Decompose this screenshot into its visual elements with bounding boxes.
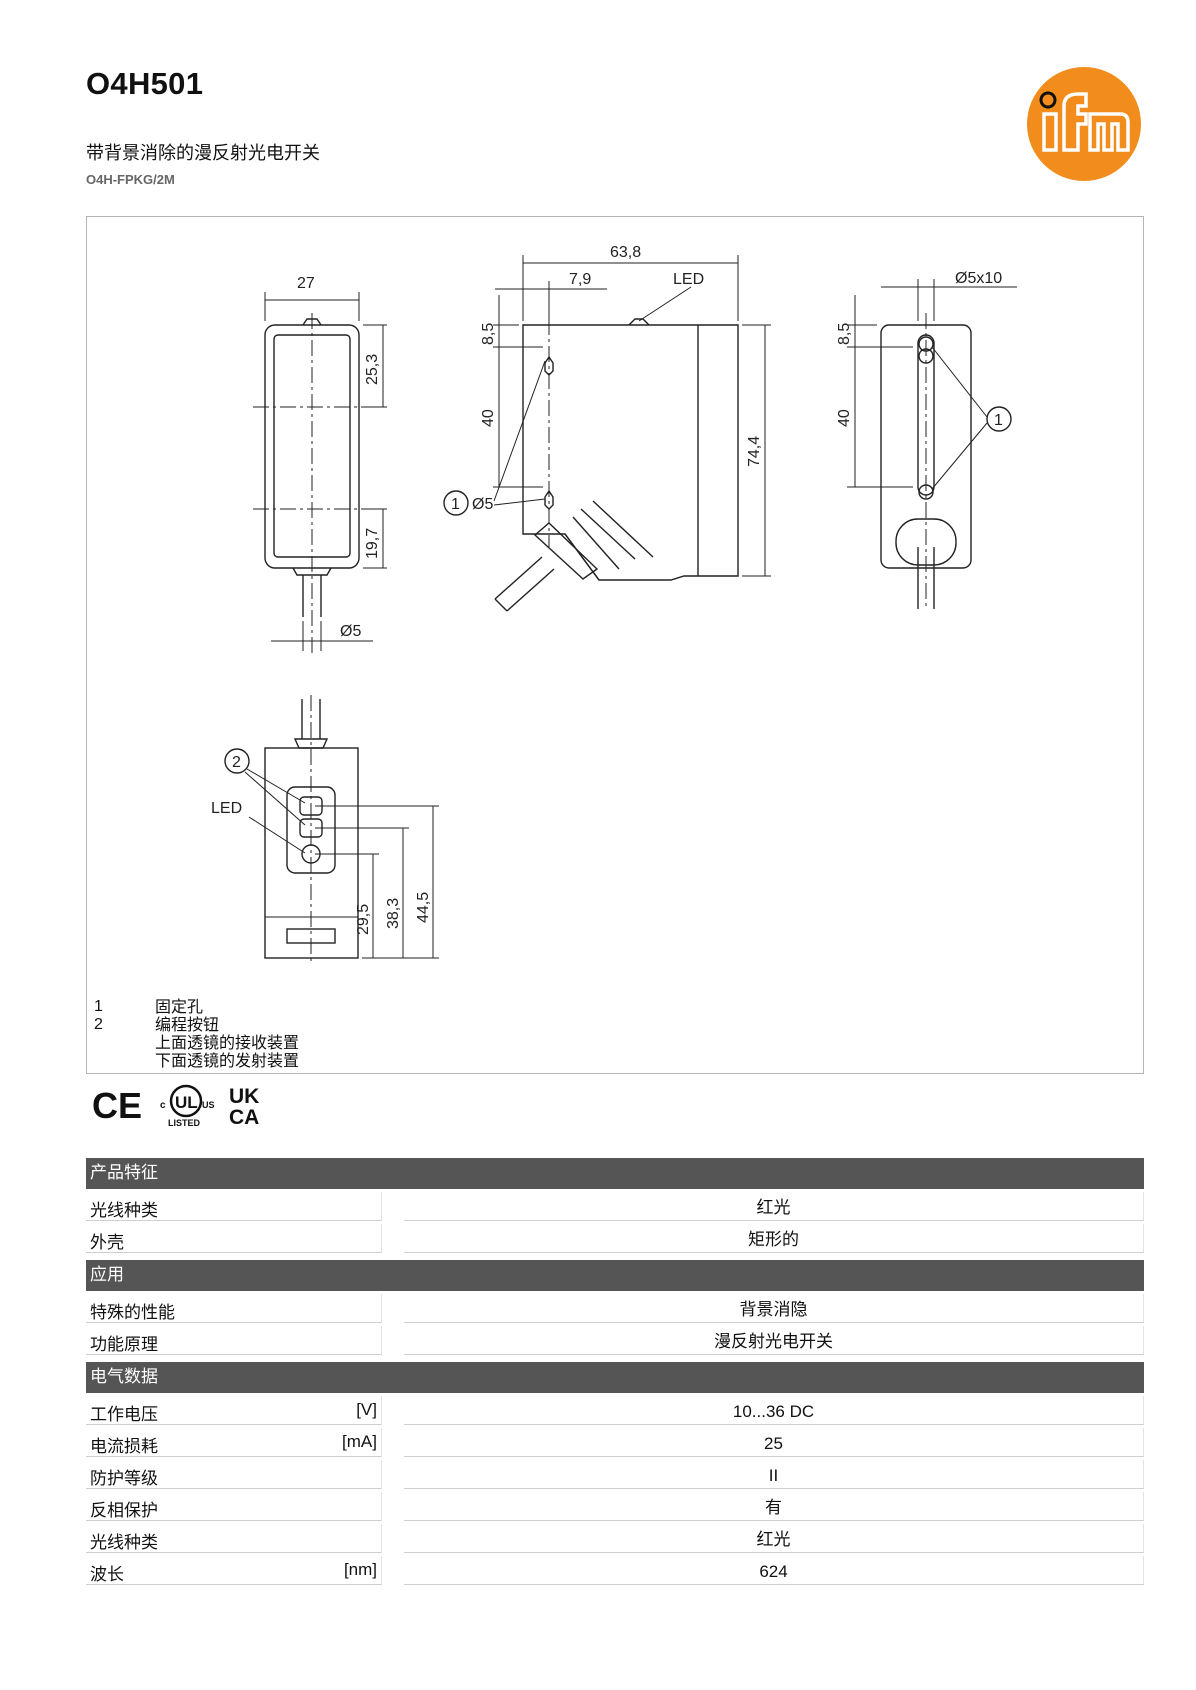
product-subtitle: 带背景消除的漫反射光电开关 bbox=[86, 143, 320, 164]
spec-value: 25 bbox=[404, 1428, 1144, 1457]
spec-label: 波长 bbox=[90, 1565, 124, 1585]
spec-row: 工作电压 [V] 10...36 DC bbox=[86, 1396, 1144, 1425]
legend-item: 上面透镜的接收装置 bbox=[155, 1033, 300, 1052]
logo-dot-icon bbox=[1039, 91, 1057, 109]
bottom-led-label: LED bbox=[211, 800, 242, 817]
bottom-h2-dim: 38,3 bbox=[385, 898, 402, 929]
spec-label: 功能原理 bbox=[90, 1335, 158, 1355]
spec-unit: [mA] bbox=[342, 1432, 377, 1451]
ifm-logo bbox=[1027, 67, 1141, 181]
ukca-mark-icon: UK CA bbox=[229, 1085, 259, 1126]
back-spacing-dim: 40 bbox=[836, 409, 853, 427]
side-led-label: LED bbox=[673, 271, 704, 288]
spec-value: 10...36 DC bbox=[404, 1396, 1144, 1425]
spec-row: 光线种类 红光 bbox=[86, 1192, 1144, 1221]
section-header: 电气数据 bbox=[86, 1362, 1144, 1393]
front-cable-dim: Ø5 bbox=[340, 623, 361, 640]
front-width-dim: 27 bbox=[297, 275, 315, 292]
front-bottom-dim: 19,7 bbox=[364, 528, 381, 559]
spec-row: 外壳 矩形的 bbox=[86, 1224, 1144, 1253]
spec-row: 反相保护 有 bbox=[86, 1492, 1144, 1521]
spec-unit: [nm] bbox=[343, 1560, 377, 1579]
spec-value: 红光 bbox=[404, 1524, 1144, 1553]
spec-value: 矩形的 bbox=[404, 1224, 1144, 1253]
spec-row: 特殊的性能 背景消隐 bbox=[86, 1294, 1144, 1323]
side-view: 63,8 7,9 LED 8,5 40 74,4 1 Ø5 bbox=[443, 244, 771, 612]
side-hole-dim: Ø5 bbox=[472, 496, 493, 513]
spec-label: 电流损耗 bbox=[90, 1437, 158, 1457]
side-length-dim: 63,8 bbox=[610, 244, 641, 261]
svg-text:US: US bbox=[202, 1100, 214, 1110]
spec-row: 防护等级 II bbox=[86, 1460, 1144, 1489]
spec-row: 光线种类 红光 bbox=[86, 1524, 1144, 1553]
spec-value: II bbox=[404, 1460, 1144, 1489]
cul-us-listed-icon: UL c US LISTED bbox=[160, 1084, 214, 1128]
side-callout-1: 1 bbox=[451, 496, 460, 513]
legend-item: 下面透镜的发射装置 bbox=[155, 1051, 300, 1070]
spec-value: 漫反射光电开关 bbox=[404, 1326, 1144, 1355]
side-spacing-dim: 40 bbox=[480, 409, 497, 427]
product-code: O4H-FPKG/2M bbox=[86, 172, 175, 187]
front-top-dim: 25,3 bbox=[364, 354, 381, 385]
section-header: 产品特征 bbox=[86, 1158, 1144, 1189]
svg-text:c: c bbox=[160, 1100, 166, 1111]
spec-row: 波长 [nm] 624 bbox=[86, 1556, 1144, 1585]
spec-value: 背景消隐 bbox=[404, 1294, 1144, 1323]
bottom-h3-dim: 44,5 bbox=[415, 892, 432, 923]
bottom-view: 29,5 38,3 44,5 2 LED bbox=[211, 695, 439, 961]
back-slot-dim: Ø5x10 bbox=[955, 270, 1002, 287]
side-top-dim: 8,5 bbox=[480, 323, 497, 345]
front-view: 27 25,3 19,7 Ø5 bbox=[253, 275, 387, 657]
spec-label: 工作电压 bbox=[90, 1405, 158, 1425]
side-offset-dim: 7,9 bbox=[569, 271, 591, 288]
certification-marks: CE UL c US LISTED UK CA bbox=[92, 1080, 270, 1130]
svg-text:LISTED: LISTED bbox=[168, 1118, 201, 1128]
spec-label: 防护等级 bbox=[90, 1469, 158, 1489]
svg-text:CA: CA bbox=[229, 1106, 259, 1126]
svg-text:UL: UL bbox=[175, 1093, 198, 1112]
spec-value: 有 bbox=[404, 1492, 1144, 1521]
spec-row: 功能原理 漫反射光电开关 bbox=[86, 1326, 1144, 1355]
dimension-drawing: 27 25,3 19,7 Ø5 bbox=[86, 216, 1144, 1074]
bottom-h1-dim: 29,5 bbox=[355, 904, 372, 935]
side-height-dim: 74,4 bbox=[746, 436, 763, 467]
specification-table: 产品特征 光线种类 红光 外壳 矩形的 应用 特殊的性能 背景消隐 功能原理 漫… bbox=[86, 1158, 1144, 1588]
svg-text:CE: CE bbox=[92, 1087, 142, 1123]
spec-value: 红光 bbox=[404, 1192, 1144, 1221]
back-top-dim: 8,5 bbox=[836, 323, 853, 345]
spec-label: 光线种类 bbox=[90, 1201, 158, 1221]
spec-label: 反相保护 bbox=[90, 1501, 158, 1521]
spec-row: 电流损耗 [mA] 25 bbox=[86, 1428, 1144, 1457]
back-view: Ø5x10 8,5 40 1 bbox=[836, 270, 1017, 609]
ce-mark-icon: CE bbox=[92, 1087, 142, 1123]
spec-label: 外壳 bbox=[90, 1233, 124, 1253]
spec-unit: [V] bbox=[356, 1400, 377, 1419]
spec-label: 光线种类 bbox=[90, 1533, 158, 1553]
section-header: 应用 bbox=[86, 1260, 1144, 1291]
product-title: O4H501 bbox=[86, 66, 204, 101]
bottom-callout-2: 2 bbox=[232, 754, 241, 771]
spec-value: 624 bbox=[404, 1556, 1144, 1585]
spec-label: 特殊的性能 bbox=[90, 1303, 175, 1323]
back-callout-1: 1 bbox=[994, 412, 1003, 429]
svg-text:UK: UK bbox=[229, 1085, 259, 1108]
